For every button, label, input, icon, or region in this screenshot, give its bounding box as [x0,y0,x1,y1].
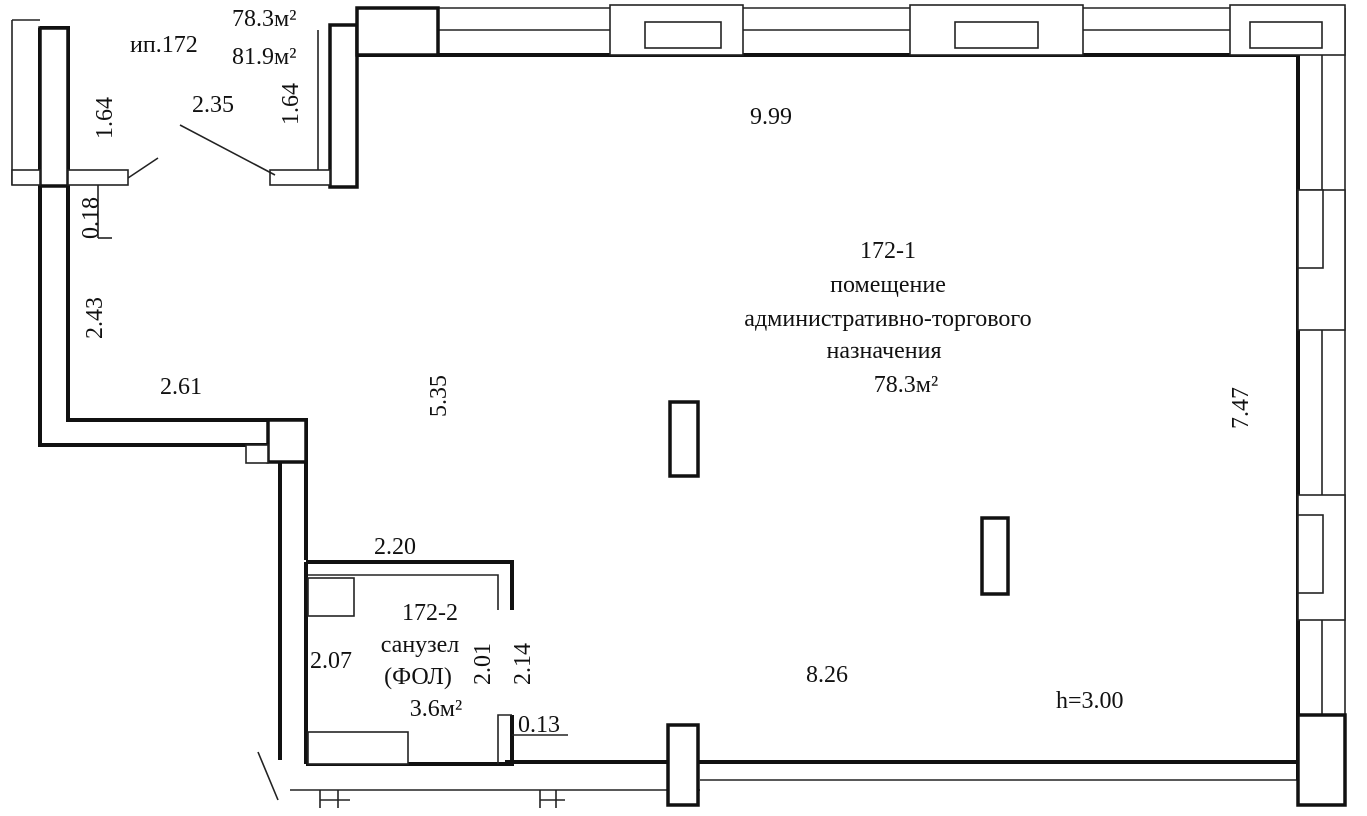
unit-ref-label: ип.172 [130,32,198,58]
dim-top-length: 9.99 [750,104,792,130]
door-swing-right [179,124,276,176]
dim-vestibule-right: 1.64 [278,83,304,125]
bottom-column [666,723,700,807]
entrance-step-2 [539,790,565,808]
top-window-2-sill [954,21,1039,49]
dim-left-lower: 2.43 [82,297,108,339]
top-pier-left [355,6,440,57]
main-room-id: 172-1 [860,238,916,264]
area-main-label: 78.3м² [232,6,296,32]
vestibule-pier-left [38,26,70,188]
bath-top-inner [306,574,499,610]
dim-right-length: 7.47 [1228,387,1254,429]
bath-room-id: 172-2 [402,600,458,626]
vestibule-door-frame-mid [67,169,129,186]
vestibule-pier-right [328,23,359,189]
bath-room-area: 3.6м² [410,696,462,722]
left-inner-wall [66,185,308,560]
dim-wall-gap: 0.18 [78,197,104,239]
entrance-diagonal [257,751,279,801]
dim-bath-outer: 2.14 [510,643,536,685]
area-total-label: 81.9м² [232,44,296,70]
dim-vestibule-width: 2.35 [192,92,234,118]
dim-bottom-length: 8.26 [806,662,848,688]
right-window-1-sill [1297,189,1324,269]
ceiling-height: h=3.00 [1056,688,1124,714]
door-swing-left [127,157,159,179]
ledge-corner-block [266,418,308,464]
entrance-step-1 [319,790,350,808]
main-room-area: 78.3м² [874,372,938,398]
bath-room-name-2: (ФОЛ) [384,664,452,690]
entrance-marks [257,751,565,808]
bath-fixture-top [307,577,355,617]
main-room-name-1: помещение [830,272,946,298]
interior-column-2 [980,516,1010,596]
dim-bath-width: 2.20 [374,534,416,560]
dim-ledge-width: 2.61 [160,374,202,400]
top-window-3-sill [1249,21,1323,49]
bath-room-name-1: санузел [381,632,460,658]
dim-vestibule-left: 1.64 [92,97,118,139]
wall-blocks [11,4,1347,807]
bathroom [304,560,568,766]
interior-column-1 [668,400,700,478]
main-room-name-2: административно-торгового [744,306,1031,332]
vestibule-door-frame-right [269,169,331,186]
left-outer-wall [38,185,282,760]
dim-inner-height: 5.35 [426,375,452,417]
ledge-door-frame [245,444,269,464]
vestibule-door-frame-left [11,169,41,186]
top-window-1-sill [644,21,722,49]
right-window-2-sill [1297,514,1324,594]
bath-bottom-inner [497,714,512,764]
bath-top-wall [306,560,514,610]
right-pier-bottom [1296,713,1347,807]
bath-fixture-bottom [307,731,409,765]
dim-bath-door: 0.13 [518,712,560,738]
main-room-name-3: назначения [827,338,942,364]
dim-bath-inner: 2.01 [470,643,496,685]
door-swings [97,124,276,239]
dim-bath-left: 2.07 [310,648,352,674]
